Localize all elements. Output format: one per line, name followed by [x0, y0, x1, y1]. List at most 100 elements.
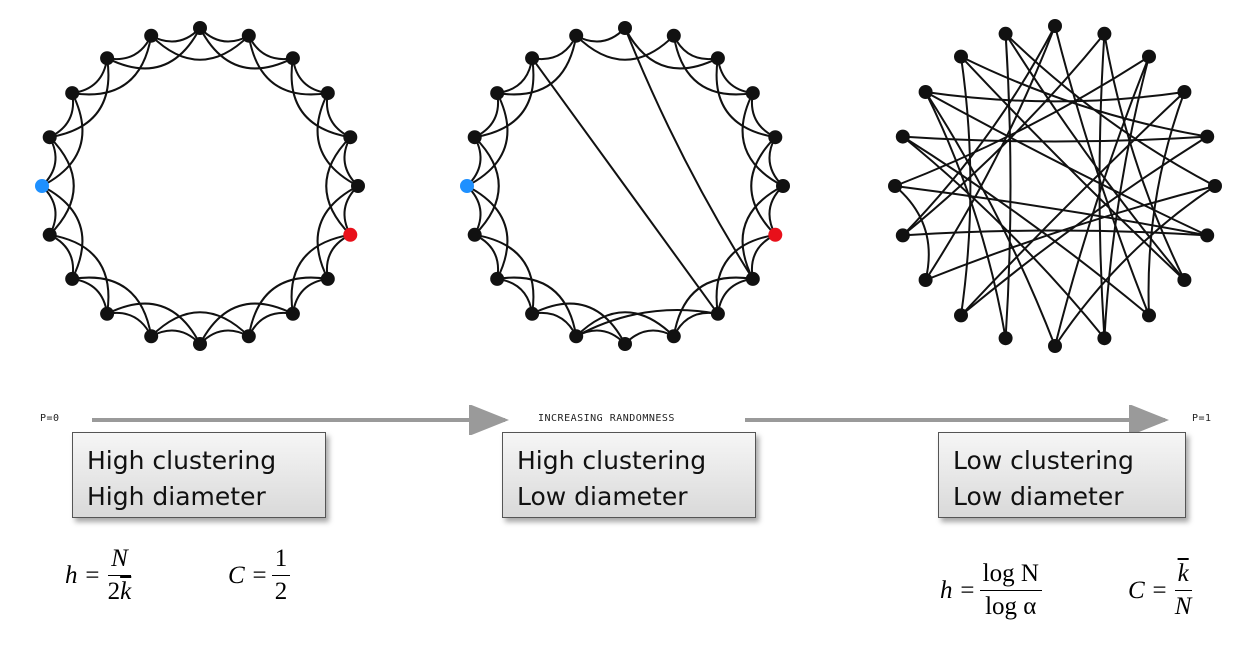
graph-edge	[466, 92, 509, 187]
graph-edge	[672, 35, 753, 96]
graph-node	[490, 86, 505, 101]
graph-edge	[290, 58, 351, 139]
graph-node	[193, 337, 207, 351]
formula-lhs: C =	[1128, 576, 1168, 604]
graph-node	[895, 228, 910, 243]
axis-middle-label: INCREASING RANDOMNESS	[538, 413, 675, 424]
axis-end-label: P=1	[1192, 413, 1212, 424]
graph-node	[569, 329, 584, 344]
box-line: Low clustering	[953, 446, 1134, 475]
graph-edge	[750, 136, 777, 236]
formula-lhs: C =	[228, 561, 268, 589]
graph-edge	[106, 302, 201, 345]
graph-edge	[106, 27, 201, 70]
graph-edge	[106, 35, 153, 61]
graph-edge	[716, 58, 753, 95]
graph-node	[888, 179, 902, 193]
network-graphs	[35, 19, 1222, 353]
graph-edge	[291, 58, 328, 95]
fraction-denominator: 2k	[105, 576, 135, 606]
fraction-numerator: N	[108, 545, 131, 576]
graph-edge	[72, 277, 109, 314]
random-network	[888, 19, 1222, 353]
graph-edge	[531, 311, 578, 337]
graph-edge	[1098, 33, 1106, 339]
regular-ring-lattice	[35, 21, 365, 351]
formula-diameter-regular: h = N 2k	[65, 545, 138, 606]
graph-node	[42, 130, 57, 145]
graph-node	[193, 21, 207, 35]
formula-lhs: h =	[940, 576, 976, 604]
graph-edge	[575, 311, 675, 338]
graph-node	[320, 86, 335, 101]
graph-node	[525, 51, 540, 66]
graph-node	[618, 21, 632, 35]
denominator-coefficient: 2	[107, 578, 121, 605]
graph-node	[618, 337, 632, 351]
graph-edge	[199, 27, 294, 70]
graph-node	[776, 179, 790, 193]
graph-edge	[531, 302, 626, 345]
graph-edge	[49, 92, 75, 139]
graph-edge	[925, 91, 1185, 103]
graph-edge	[531, 35, 578, 61]
graph-node	[343, 130, 358, 145]
graph-node	[710, 51, 725, 66]
fraction-denominator: log α	[985, 593, 1037, 620]
formula-clustering-regular: C = 1 2	[228, 545, 294, 606]
graph-node	[1048, 339, 1062, 353]
graph-edge	[575, 34, 675, 61]
fraction-numerator: log N	[979, 560, 1042, 591]
graph-edge	[290, 233, 351, 314]
graph-edge	[960, 55, 1208, 138]
graph-edge	[1147, 91, 1186, 316]
graph-node	[42, 227, 57, 242]
graph-edge	[902, 25, 1056, 237]
graph-edge	[247, 311, 294, 337]
graph-edge	[715, 233, 776, 314]
graph-edge	[497, 277, 534, 314]
graph-node	[490, 271, 505, 286]
graph-edge	[960, 56, 972, 316]
fraction-denominator: 2	[274, 578, 288, 605]
graph-node	[1097, 331, 1112, 346]
graph-node	[666, 329, 681, 344]
graph-node	[569, 28, 584, 43]
graph-node	[918, 85, 933, 99]
graph-edge	[72, 276, 153, 337]
graph-edge	[150, 311, 250, 338]
graph-node	[241, 28, 256, 43]
graph-edge	[466, 185, 509, 280]
graph-node	[998, 26, 1013, 41]
graph-node	[241, 329, 256, 344]
graph-edge	[894, 185, 1208, 237]
graph-edge	[474, 92, 500, 139]
graph-node	[1142, 308, 1156, 323]
graph-node	[285, 51, 300, 66]
graph-edge	[474, 58, 535, 139]
graph-edge	[1004, 33, 1186, 281]
graph-edge	[49, 233, 110, 314]
small-world-network	[460, 21, 790, 351]
graph-edge	[924, 91, 1007, 339]
graph-node	[525, 306, 540, 321]
graph-edge	[902, 135, 1106, 339]
graph-node	[998, 331, 1013, 346]
fraction: log N log α	[979, 560, 1042, 621]
property-box-regular: High clustering High diameter	[72, 432, 326, 518]
graph-edge	[1054, 185, 1216, 347]
graph-edge	[497, 276, 578, 337]
graph-node	[1048, 19, 1062, 33]
graph-edge	[150, 34, 250, 61]
graph-edge	[1103, 56, 1150, 339]
graph-node	[918, 273, 933, 287]
fraction-numerator: k	[1174, 560, 1192, 591]
graph-edge	[925, 185, 1216, 281]
property-box-small-world: High clustering Low diameter	[502, 432, 756, 518]
graph-edge	[72, 58, 109, 95]
fraction-denominator: N	[1174, 593, 1192, 620]
graph-edge	[1103, 33, 1186, 281]
graph-edge	[325, 233, 351, 280]
graph-node	[285, 306, 300, 321]
graph-node	[144, 28, 159, 43]
